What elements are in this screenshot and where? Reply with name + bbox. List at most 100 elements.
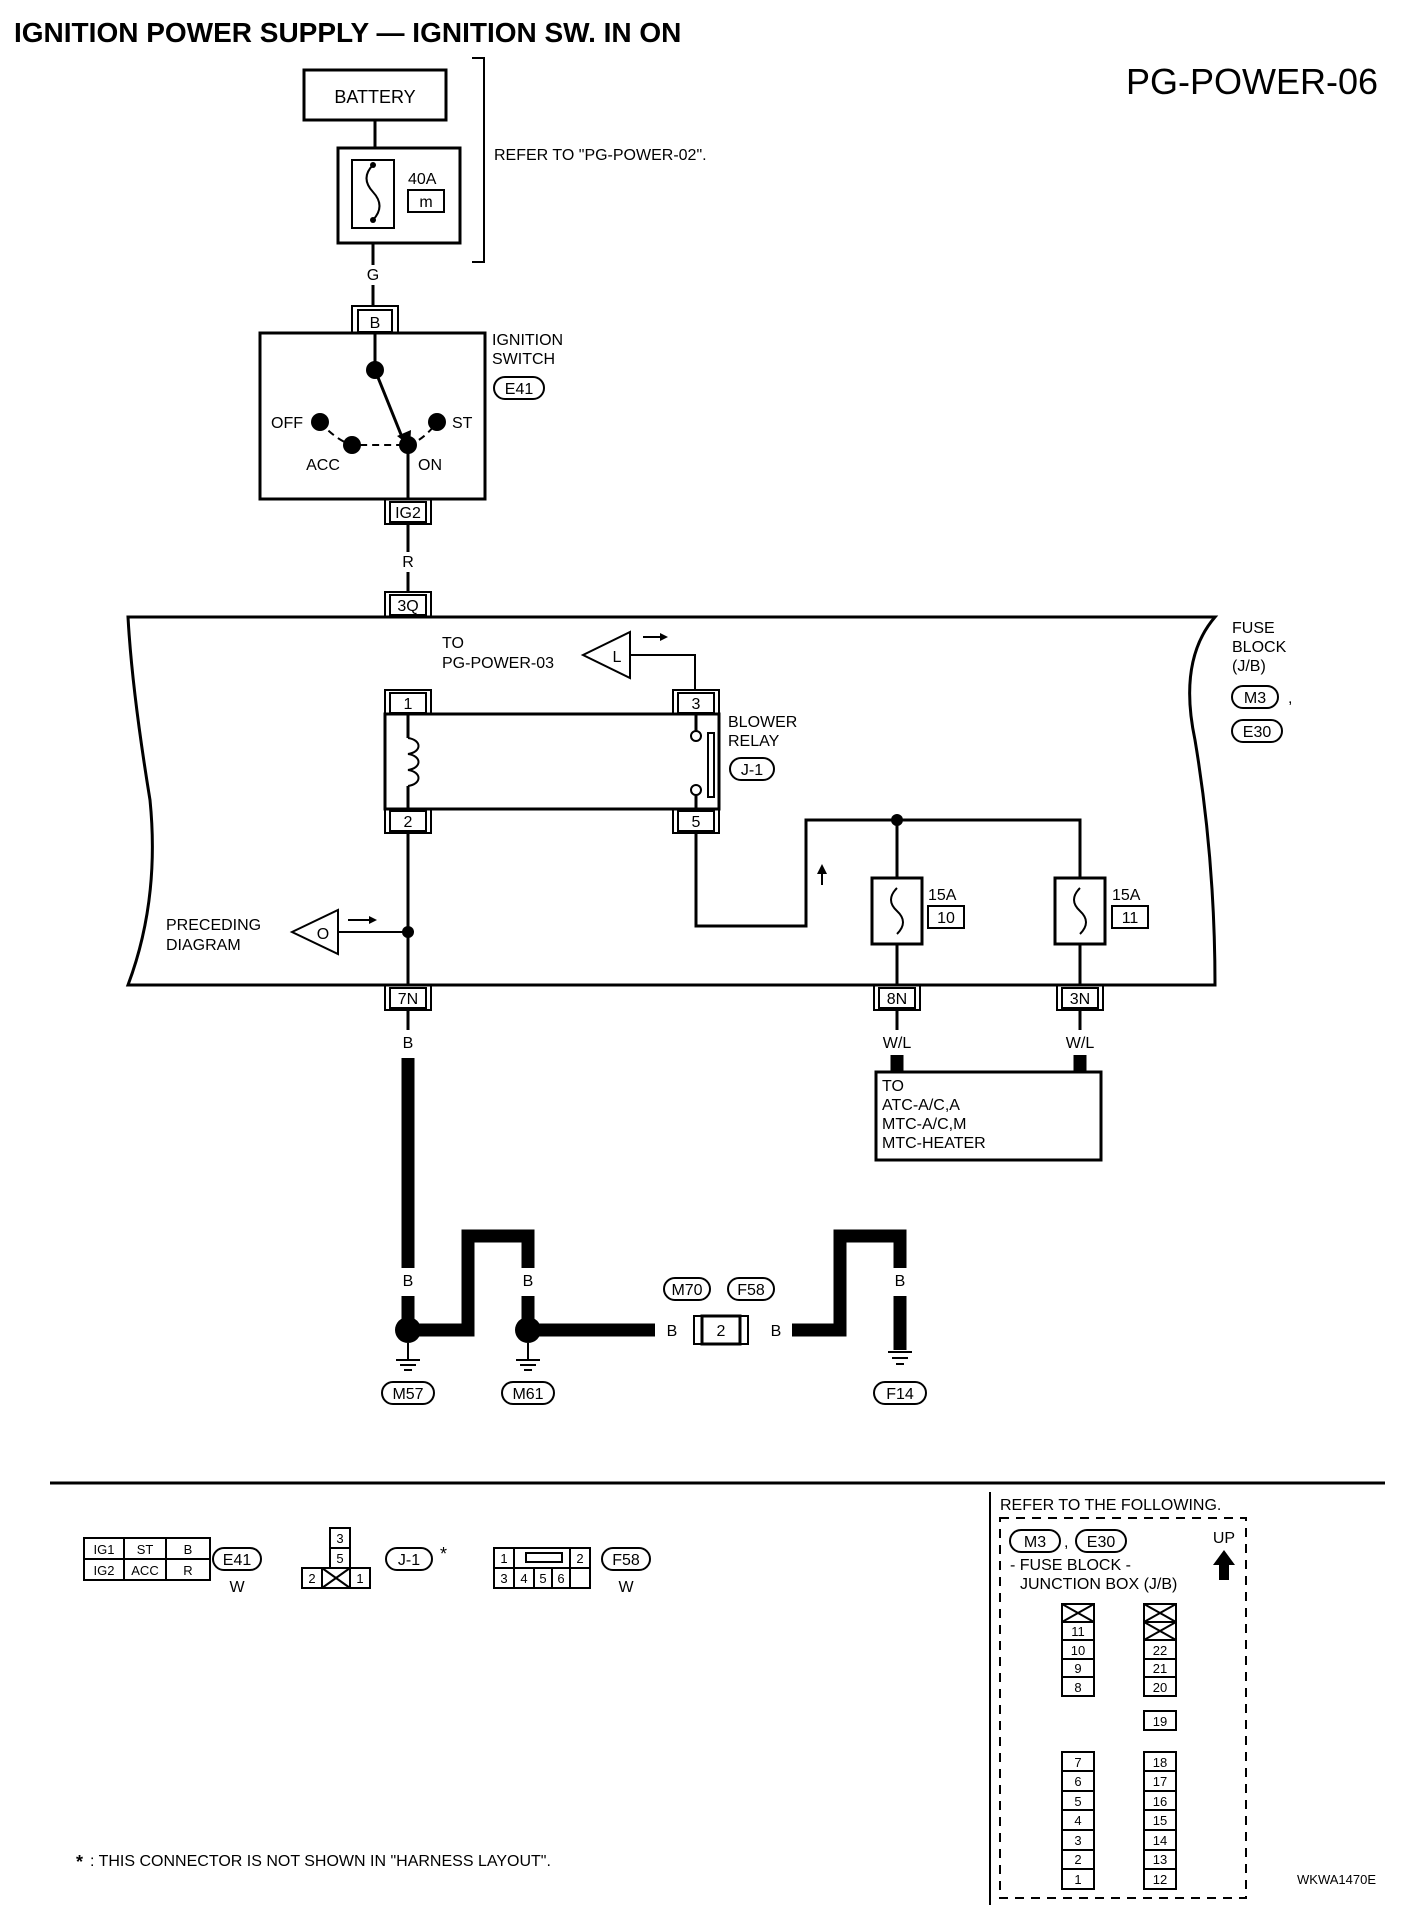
terminal-3n: 3N bbox=[1070, 991, 1090, 1008]
refer-line-2: JUNCTION BOX (J/B) bbox=[1020, 1576, 1177, 1593]
fuse-grid-right-bottom: 18 17 16 15 14 13 12 bbox=[1143, 1751, 1177, 1890]
ignition-title-2: SWITCH bbox=[492, 351, 555, 368]
terminal-8n: 8N bbox=[887, 991, 907, 1008]
relay-to-fuse-wire bbox=[694, 818, 1082, 928]
preceding-label-1: PRECEDING bbox=[166, 917, 261, 934]
wire-color-b-f14-jump: B bbox=[835, 1273, 846, 1290]
inline-connector bbox=[700, 1314, 742, 1346]
ignition-terminal-b: B bbox=[370, 315, 381, 332]
slot-6: 6 bbox=[1074, 1774, 1081, 1789]
to-flag-letter: L bbox=[613, 649, 622, 666]
fuse-grid-right-top: 22 21 20 bbox=[1143, 1603, 1177, 1697]
wire-color-b-jump: B bbox=[463, 1273, 474, 1290]
to-box-line-4: MTC-HEATER bbox=[882, 1135, 986, 1152]
f58-cells: 1 2 3 4 5 6 bbox=[500, 1551, 583, 1586]
j1-cells: 3 5 2 1 bbox=[308, 1531, 363, 1586]
f58-cell-4: 4 bbox=[520, 1571, 527, 1586]
diagram-title: IGNITION POWER SUPPLY — IGNITION SW. IN … bbox=[14, 17, 681, 48]
fuse-block-outline bbox=[125, 615, 1219, 987]
relay-pin-3: 3 bbox=[692, 696, 701, 713]
relay-pin-5: 5 bbox=[692, 814, 701, 831]
footnote-star: * bbox=[76, 1852, 83, 1872]
terminal-7n: 7N bbox=[398, 991, 418, 1008]
refer-panel-box bbox=[999, 1517, 1247, 1899]
slot-11: 11 bbox=[1071, 1624, 1085, 1639]
page-code: PG-POWER-06 bbox=[1126, 61, 1378, 102]
ground-m61: M61 bbox=[512, 1386, 543, 1403]
up-arrow-icon bbox=[1213, 1550, 1235, 1580]
j1-cell-5: 5 bbox=[336, 1551, 343, 1566]
slot-13: 13 bbox=[1153, 1852, 1167, 1867]
doc-id: WKWA1470E bbox=[1297, 1872, 1376, 1887]
slot-5: 5 bbox=[1074, 1794, 1081, 1809]
fuse-block-connector-m3: M3 bbox=[1244, 690, 1266, 707]
fuse-grid-left-bottom: 7 6 5 4 3 2 1 bbox=[1061, 1751, 1095, 1890]
wire-color-b-7n: B bbox=[403, 1035, 414, 1052]
ignition-switch-box bbox=[258, 331, 487, 501]
j1-cell-1: 1 bbox=[356, 1571, 363, 1586]
to-box-line-2: ATC-A/C,A bbox=[882, 1097, 960, 1114]
legend-f58-code: F58 bbox=[612, 1552, 640, 1569]
wire-color-b-inline-left: B bbox=[667, 1323, 678, 1340]
switch-label-acc: ACC bbox=[306, 457, 340, 474]
battery-label: BATTERY bbox=[334, 87, 415, 107]
fusible-link-rating: 40A bbox=[408, 171, 437, 188]
fuse-block-title-1: FUSE bbox=[1232, 620, 1275, 637]
footnote-text: : THIS CONNECTOR IS NOT SHOWN IN "HARNES… bbox=[90, 1853, 551, 1870]
fuse-block-title-3: (J/B) bbox=[1232, 658, 1266, 675]
slot-19: 19 bbox=[1153, 1714, 1167, 1729]
fuse-10-icon bbox=[890, 887, 904, 935]
to-pg-power-03-flag bbox=[580, 630, 631, 680]
blower-relay-box bbox=[383, 712, 721, 811]
slot-2: 2 bbox=[1074, 1852, 1081, 1867]
ground-f14: F14 bbox=[886, 1386, 914, 1403]
legend-j1-star: * bbox=[440, 1544, 447, 1564]
fuse-grid-left-top: 11 10 9 8 bbox=[1061, 1603, 1095, 1697]
fuse-block-terminal-3q: 3Q bbox=[397, 598, 418, 615]
e41-cell-ig1: IG1 bbox=[94, 1542, 115, 1557]
slot-15: 15 bbox=[1153, 1813, 1167, 1828]
wire-color-wl-8n: W/L bbox=[883, 1035, 912, 1052]
slot-7: 7 bbox=[1074, 1755, 1081, 1770]
legend-f58-color: W bbox=[618, 1579, 634, 1596]
slot-1: 1 bbox=[1074, 1872, 1081, 1887]
f58-cell-3: 3 bbox=[500, 1571, 507, 1586]
j1-cell-2: 2 bbox=[308, 1571, 315, 1586]
refer-note: REFER TO "PG-POWER-02". bbox=[494, 147, 707, 164]
slot-4: 4 bbox=[1074, 1813, 1081, 1828]
fusible-link-icon bbox=[365, 164, 381, 221]
legend-e41-color: W bbox=[229, 1579, 245, 1596]
refer-conn-e30: E30 bbox=[1087, 1534, 1116, 1551]
ground-symbol-m61 bbox=[516, 1343, 540, 1371]
ignition-connector-e41: E41 bbox=[505, 381, 534, 398]
fusible-link-letter: m bbox=[419, 194, 432, 211]
refer-line-1: - FUSE BLOCK - bbox=[1010, 1557, 1131, 1574]
e41-cell-st: ST bbox=[137, 1542, 154, 1557]
wire-color-wl-3n: W/L bbox=[1066, 1035, 1095, 1052]
slot-3: 3 bbox=[1074, 1833, 1081, 1848]
slot-22: 22 bbox=[1153, 1643, 1167, 1658]
conn-f58: F58 bbox=[737, 1282, 765, 1299]
to-arrow-icon bbox=[660, 633, 668, 641]
slot-8: 8 bbox=[1074, 1680, 1081, 1695]
fuse-11-rating: 15A bbox=[1112, 887, 1141, 904]
ground-m57: M57 bbox=[392, 1386, 423, 1403]
relay-title-2: RELAY bbox=[728, 733, 780, 750]
fuse-11-icon bbox=[1073, 887, 1087, 935]
legend-e41-code: E41 bbox=[223, 1552, 252, 1569]
slot-9: 9 bbox=[1074, 1661, 1081, 1676]
e41-cell-ig2: IG2 bbox=[94, 1563, 115, 1578]
wire-color-g: G bbox=[367, 267, 379, 284]
relay-connector-j1: J-1 bbox=[741, 762, 763, 779]
switch-label-st: ST bbox=[452, 415, 473, 432]
wire-color-b-f14: B bbox=[895, 1273, 906, 1290]
refer-conn-m3: M3 bbox=[1024, 1534, 1046, 1551]
preceding-diagram-flag bbox=[289, 908, 339, 956]
relay-pin-1: 1 bbox=[404, 696, 413, 713]
to-box-line-3: MTC-A/C,M bbox=[882, 1116, 966, 1133]
ground-symbol-m57 bbox=[396, 1343, 420, 1371]
wire-color-r: R bbox=[402, 554, 414, 571]
f58-cell-2: 2 bbox=[576, 1551, 583, 1566]
to-label-1: TO bbox=[442, 635, 464, 652]
